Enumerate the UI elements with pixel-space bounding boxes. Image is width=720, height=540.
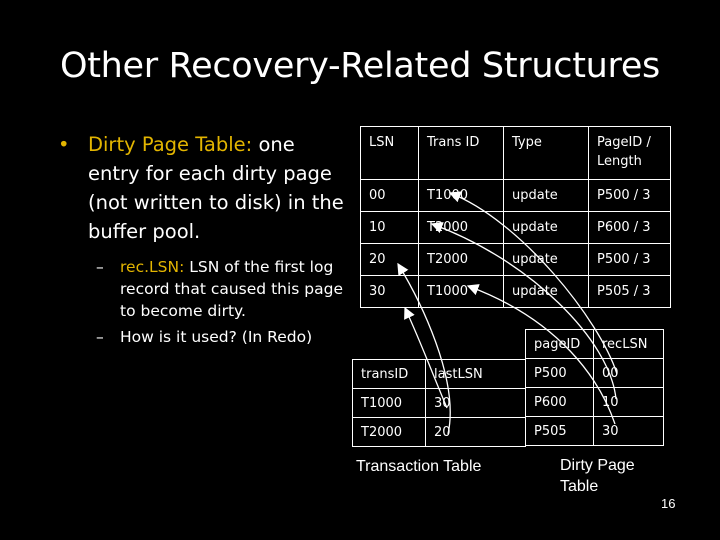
transaction-cell: 20 bbox=[425, 417, 526, 447]
dirty-page-table-term: Dirty Page Table: bbox=[88, 133, 253, 156]
slide-title: Other Recovery-Related Structures bbox=[59, 46, 660, 86]
dirty-page-header-cell: pageID bbox=[525, 329, 594, 359]
log-header-cell: LSN bbox=[360, 126, 419, 180]
dirty-page-table: pageID recLSN P500 00 P600 10 P505 30 bbox=[525, 329, 664, 446]
log-row: 00 T1000 update P500 / 3 bbox=[360, 179, 671, 212]
log-cell: P600 / 3 bbox=[588, 211, 671, 244]
log-table: LSN Trans ID Type PageID / Length 00 T10… bbox=[360, 126, 671, 308]
transaction-header-cell: lastLSN bbox=[425, 359, 526, 389]
bullet-dot-icon: • bbox=[58, 133, 70, 156]
dirty-page-cell: 10 bbox=[593, 387, 664, 417]
dirty-page-header-row: pageID recLSN bbox=[525, 329, 664, 359]
dirty-page-row: P600 10 bbox=[525, 387, 664, 417]
sub-bullet-usage: – How is it used? (In Redo) bbox=[58, 326, 348, 348]
log-cell: P505 / 3 bbox=[588, 275, 671, 308]
dirty-page-table-definition: one entry for each dirty page (not writt… bbox=[88, 133, 344, 243]
dirty-page-row: P505 30 bbox=[525, 416, 664, 446]
transaction-row: T1000 30 bbox=[352, 388, 526, 418]
transaction-cell: 30 bbox=[425, 388, 526, 418]
arrow-t1000-lastlsn bbox=[404, 306, 448, 409]
transaction-row: T2000 20 bbox=[352, 417, 526, 447]
transaction-cell: T1000 bbox=[352, 388, 426, 418]
log-row: 20 T2000 update P500 / 3 bbox=[360, 243, 671, 276]
bullet-dirty-page-table: • Dirty Page Table: one entry for each d… bbox=[58, 130, 348, 246]
log-cell: T2000 bbox=[418, 243, 504, 276]
log-header-row: LSN Trans ID Type PageID / Length bbox=[360, 126, 671, 180]
arrow-p505-reclsn bbox=[466, 284, 616, 425]
log-cell: P500 / 3 bbox=[588, 179, 671, 212]
transaction-header-row: transID lastLSN bbox=[352, 359, 526, 389]
dirty-page-cell: 30 bbox=[593, 416, 664, 446]
page-number: 16 bbox=[661, 496, 676, 511]
log-cell: update bbox=[503, 179, 589, 212]
dash-icon: – bbox=[96, 258, 104, 276]
transaction-cell: T2000 bbox=[352, 417, 426, 447]
transaction-table: transID lastLSN T1000 30 T2000 20 bbox=[352, 359, 526, 447]
usage-text: How is it used? (In Redo) bbox=[120, 328, 313, 346]
transaction-header-cell: transID bbox=[352, 359, 426, 389]
log-header-cell: PageID / Length bbox=[588, 126, 671, 180]
reclsn-term: rec.LSN: bbox=[120, 258, 185, 276]
dirty-page-table-caption: Dirty Page Table bbox=[560, 457, 635, 495]
arrow-t2000-lastlsn bbox=[397, 262, 451, 435]
arrow-p500-reclsn bbox=[448, 191, 618, 375]
bullet-list: • Dirty Page Table: one entry for each d… bbox=[58, 130, 348, 348]
log-cell: 30 bbox=[360, 275, 419, 308]
log-cell: P500 / 3 bbox=[588, 243, 671, 276]
log-row: 10 T2000 update P600 / 3 bbox=[360, 211, 671, 244]
dirty-page-cell: P600 bbox=[525, 387, 594, 417]
sub-bullet-reclsn: – rec.LSN: LSN of the first log record t… bbox=[58, 256, 348, 322]
log-header-cell: Trans ID bbox=[418, 126, 504, 180]
log-cell: update bbox=[503, 243, 589, 276]
transaction-table-caption: Transaction Table bbox=[356, 458, 482, 475]
arrow-p600-reclsn bbox=[430, 222, 617, 400]
reclsn-definition: LSN of the first log record that caused … bbox=[120, 258, 343, 320]
dirty-page-row: P500 00 bbox=[525, 358, 664, 388]
log-row: 30 T1000 update P505 / 3 bbox=[360, 275, 671, 308]
log-cell: T1000 bbox=[418, 275, 504, 308]
dash-icon: – bbox=[96, 328, 104, 346]
